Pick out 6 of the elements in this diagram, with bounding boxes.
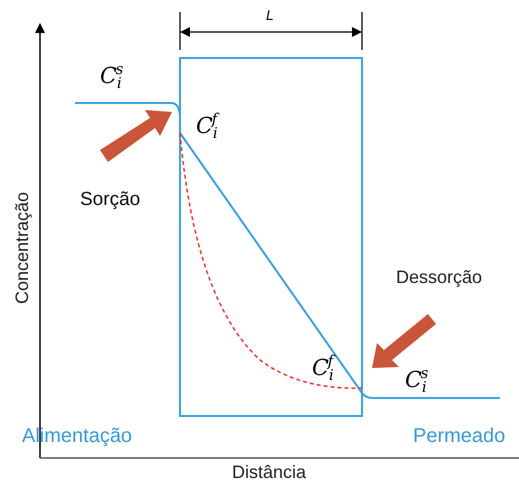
region-label: Permeado bbox=[413, 426, 506, 446]
axis-label: Concentração bbox=[13, 194, 31, 304]
axis-label: Distância bbox=[232, 463, 306, 481]
process-label: Dessorção bbox=[396, 268, 482, 286]
process-label: Sorção bbox=[80, 190, 140, 209]
dimension-label: L bbox=[266, 8, 274, 22]
